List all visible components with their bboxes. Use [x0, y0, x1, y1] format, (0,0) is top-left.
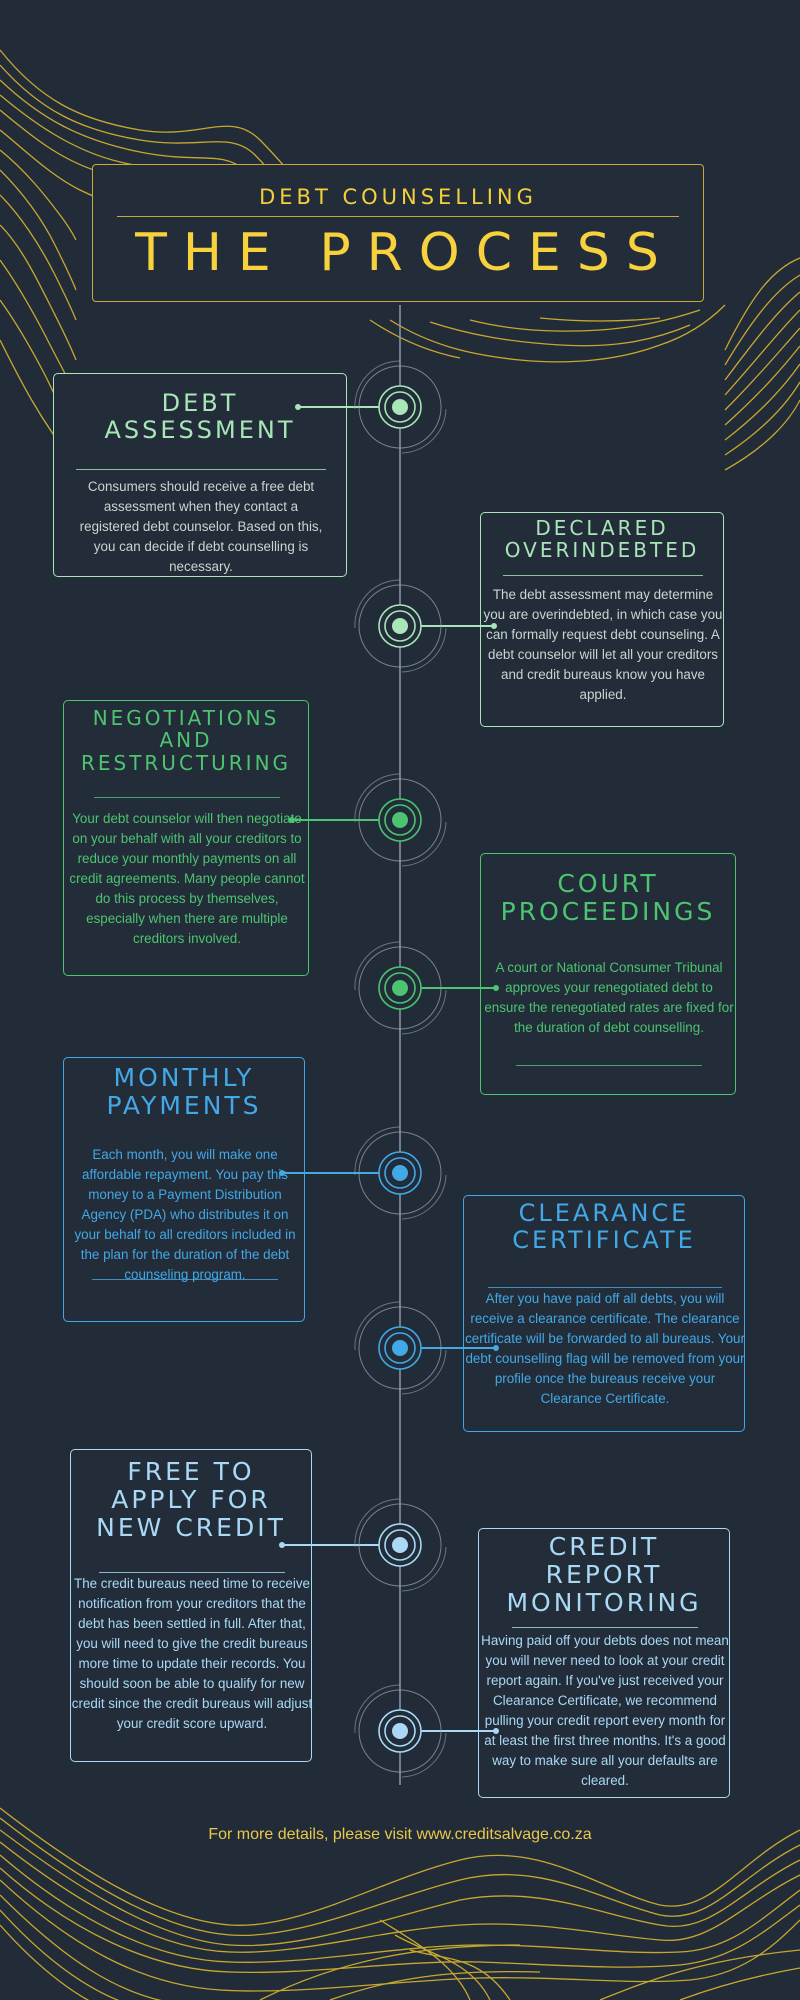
- step-divider: [512, 1627, 698, 1628]
- target-icon: [354, 1684, 447, 1778]
- timeline-node-6: [354, 1301, 447, 1395]
- step-title-line: COURT: [557, 869, 659, 898]
- step-connector: [279, 1542, 385, 1548]
- step-title-line: NEW CREDIT: [96, 1513, 286, 1542]
- timeline-node-7: [354, 1498, 447, 1592]
- step-title-line: FREE TO: [127, 1457, 255, 1486]
- step-description: The debt assessment may determine you ar…: [483, 587, 723, 702]
- page-title: THE PROCESS: [135, 223, 675, 283]
- step-divider: [503, 575, 703, 576]
- target-icon: [354, 1126, 447, 1220]
- step-divider: [488, 1287, 722, 1288]
- step-divider: [92, 1279, 278, 1280]
- step-title-line: CLEARANCE: [518, 1199, 690, 1227]
- header-title-box: DEBT COUNSELLING THE PROCESS: [92, 164, 704, 302]
- timeline-node-2: [354, 579, 447, 673]
- connector-dot: [491, 623, 497, 629]
- footer-link-text[interactable]: For more details, please visit www.credi…: [208, 1826, 592, 1843]
- step-title-line: MONITORING: [506, 1588, 702, 1617]
- step-title-line: APPLY FOR: [111, 1485, 271, 1514]
- timeline-node-1: [354, 360, 447, 454]
- connector-dot: [493, 985, 499, 991]
- timeline-node-5: [354, 1126, 447, 1220]
- target-icon: [354, 360, 447, 454]
- step-title-line: CREDIT: [548, 1532, 660, 1561]
- step-divider: [94, 797, 280, 798]
- step-description: Your debt counselor will then negotiate …: [69, 811, 305, 946]
- step-title-line: PROCEEDINGS: [500, 897, 716, 926]
- connector-dot: [279, 1170, 285, 1176]
- step-connector: [279, 1170, 385, 1176]
- target-icon: [354, 773, 447, 867]
- connector-dot: [295, 404, 301, 410]
- step-description: A court or National Consumer Tribunal ap…: [484, 960, 734, 1035]
- connector-dot: [493, 1728, 499, 1734]
- header-divider: [117, 216, 679, 217]
- step-connector: [415, 1345, 499, 1351]
- step-title-line: NEGOTIATIONS: [92, 706, 280, 730]
- step-title-line: REPORT: [545, 1560, 663, 1589]
- timeline-spine: [399, 305, 401, 1785]
- step-description: Having paid off your debts does not mean…: [481, 1633, 729, 1788]
- target-icon: [354, 941, 447, 1035]
- step-description: Each month, you will make one affordable…: [74, 1147, 296, 1282]
- step-title-line: AND: [159, 728, 213, 753]
- step-title-line: MONTHLY: [113, 1063, 255, 1092]
- step-divider: [76, 469, 326, 470]
- step-connector: [415, 985, 499, 991]
- connector-dot: [279, 1542, 285, 1548]
- step-title-line: CERTIFICATE: [512, 1225, 696, 1254]
- step-title-line: DECLARED: [535, 516, 669, 540]
- target-icon: [354, 1498, 447, 1592]
- step-description: After you have paid off all debts, you w…: [465, 1291, 745, 1406]
- step-title-line: RESTRUCTURING: [80, 750, 292, 775]
- timeline-node-4: [354, 941, 447, 1035]
- target-icon: [354, 1301, 447, 1395]
- timeline-node-3: [354, 773, 447, 867]
- timeline-node-8: [354, 1684, 447, 1778]
- step-description: Consumers should receive a free debt ass…: [79, 479, 323, 574]
- step-title-line: DEBT: [161, 389, 239, 417]
- step-description: The credit bureaus need time to receive …: [71, 1576, 313, 1731]
- step-divider: [516, 1065, 702, 1066]
- target-icon: [354, 579, 447, 673]
- step-connector: [295, 404, 385, 410]
- header-subtitle: DEBT COUNSELLING: [259, 185, 537, 209]
- step-connector: [289, 817, 385, 823]
- connector-dot: [289, 817, 295, 823]
- step-divider: [99, 1572, 285, 1573]
- step-connector: [415, 1728, 499, 1734]
- step-title-line: PAYMENTS: [106, 1091, 262, 1120]
- step-title-line: ASSESSMENT: [104, 415, 296, 444]
- connector-dot: [493, 1345, 499, 1351]
- step-connector: [415, 623, 497, 629]
- step-title-line: OVERINDEBTED: [504, 538, 700, 563]
